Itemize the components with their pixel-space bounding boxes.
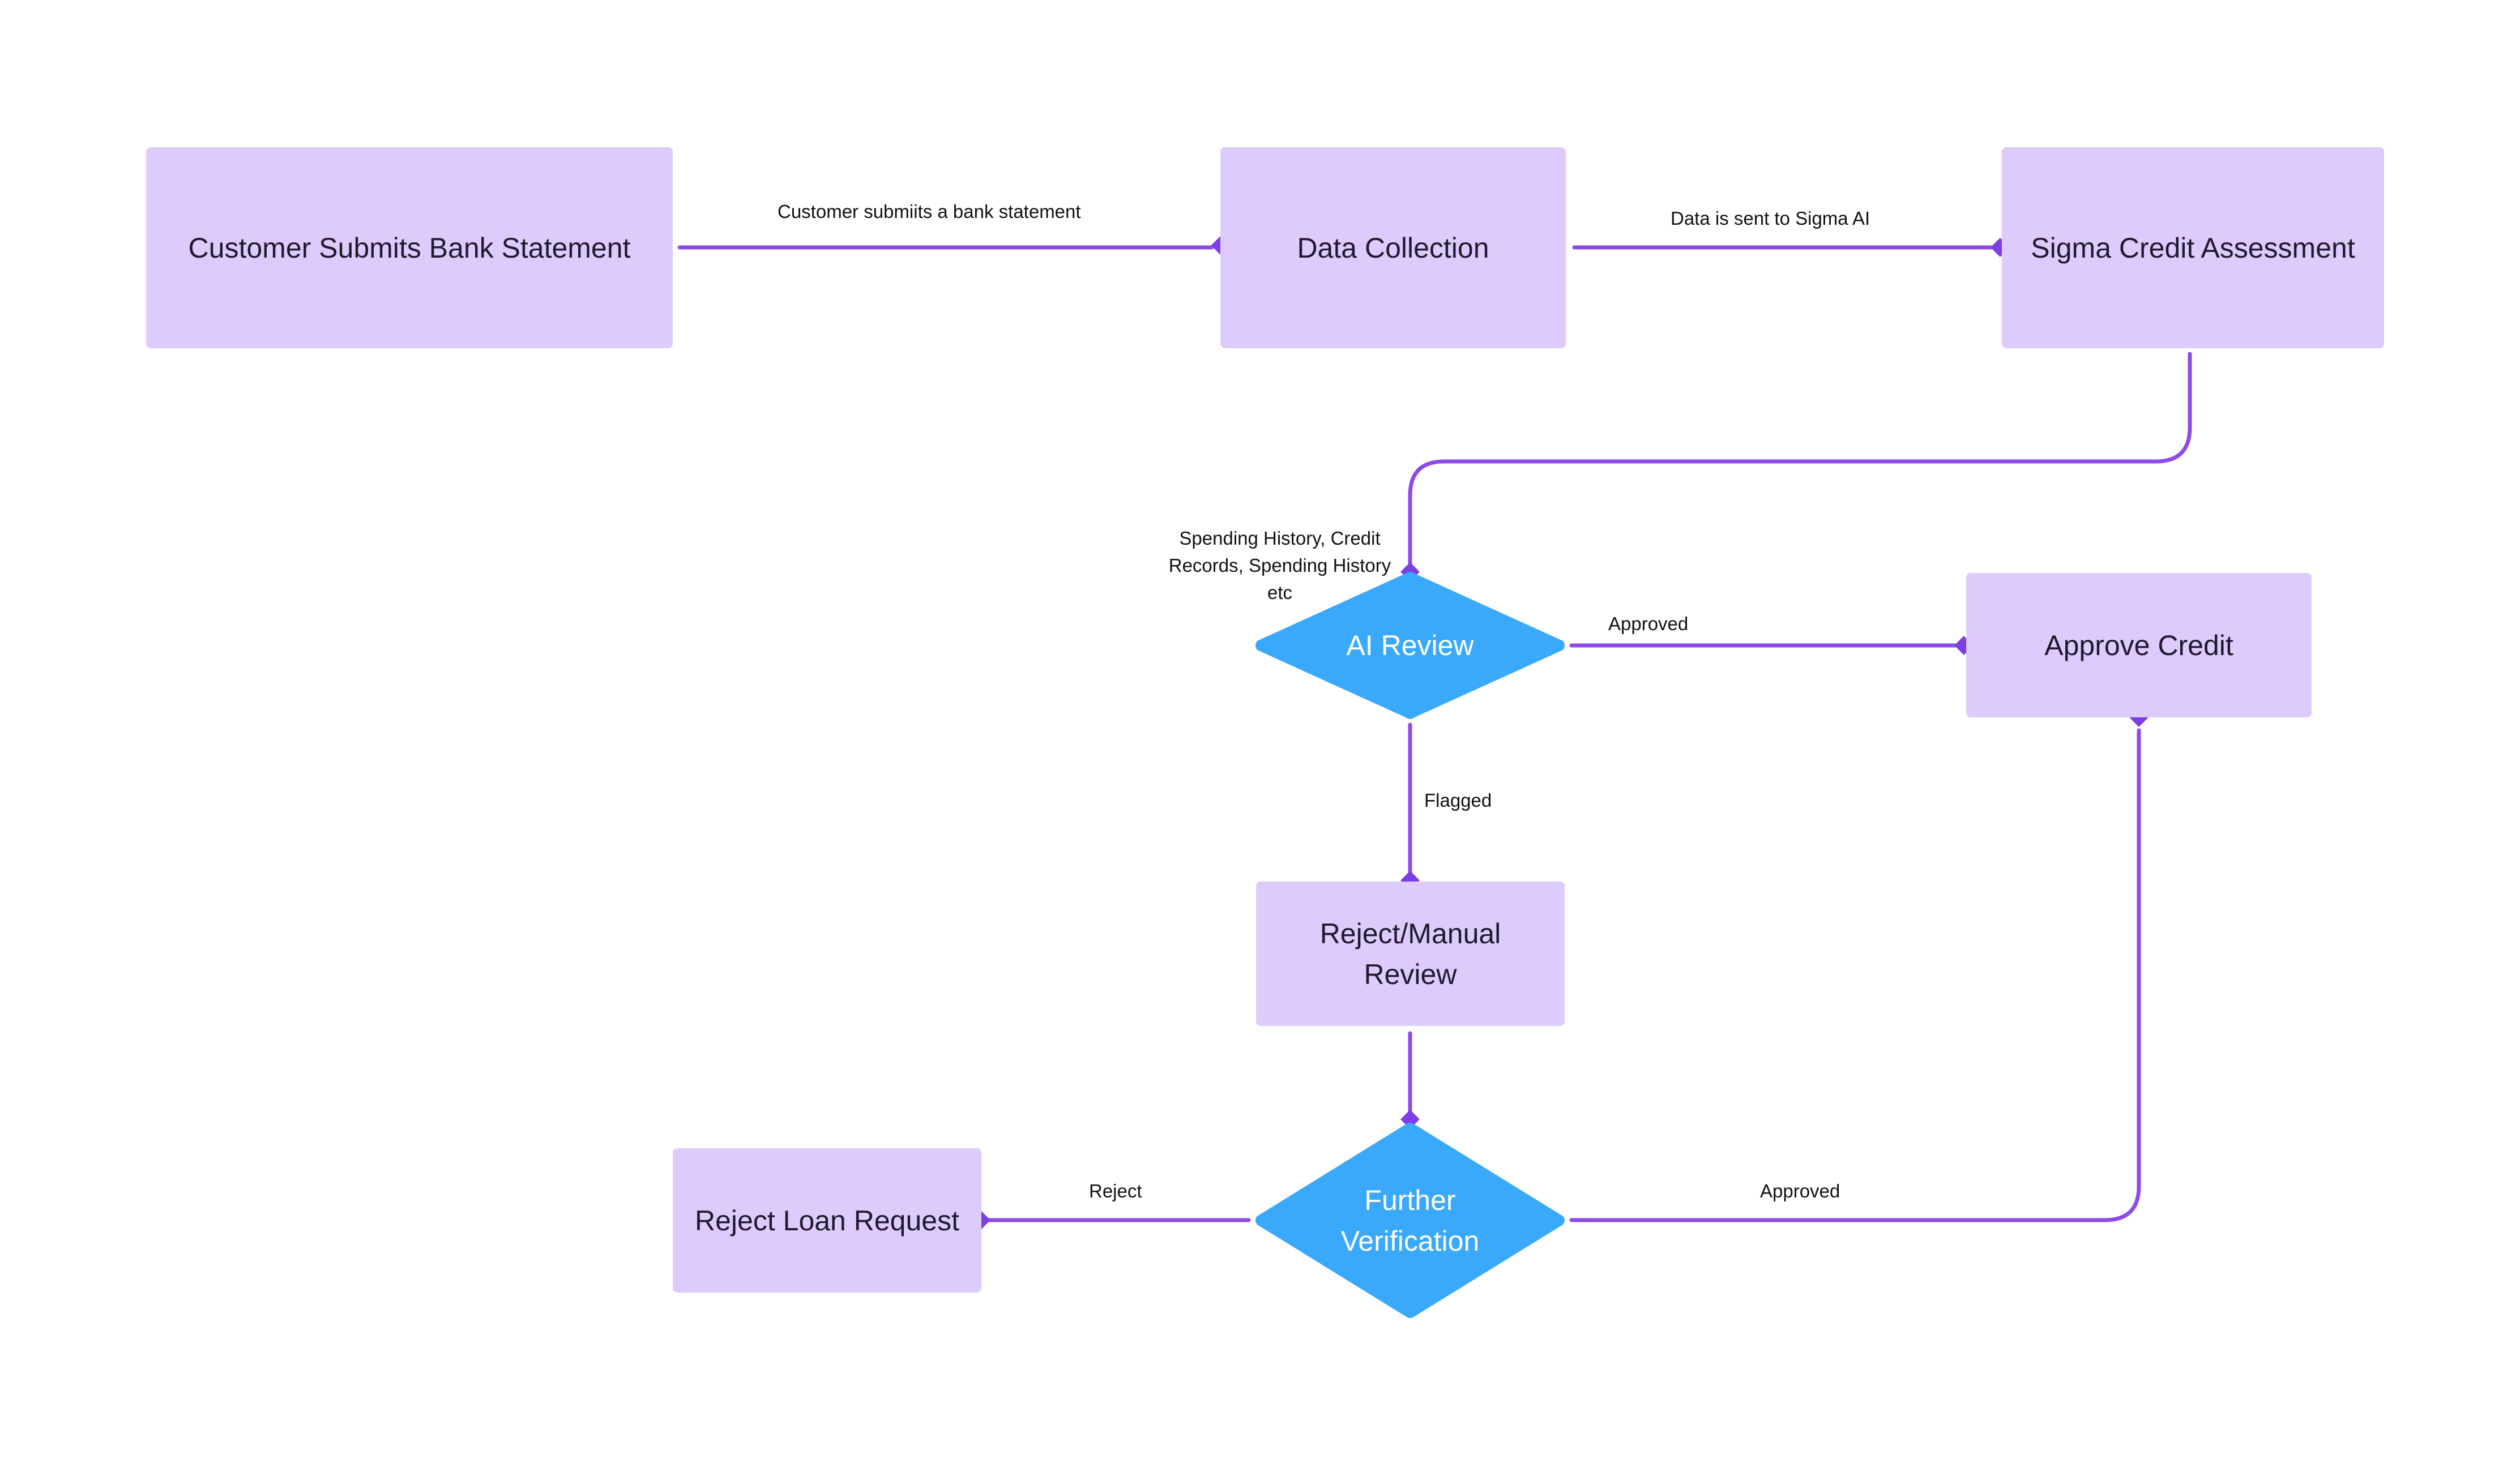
- edge-label-further-to-reject: Reject: [1089, 1180, 1142, 1201]
- edge-label-collection-to-sigma: Data is sent to Sigma AI: [1671, 208, 1870, 229]
- edge-label-further-to-approve: Approved: [1760, 1180, 1840, 1201]
- edge-label-line3: etc: [1267, 582, 1293, 603]
- decision-label-line2: Verification: [1340, 1225, 1480, 1257]
- node-label-line1: Reject/Manual: [1319, 917, 1501, 949]
- node-label: Data Collection: [1297, 232, 1489, 264]
- decision-further-verification[interactable]: Further Verification: [1252, 1120, 1569, 1321]
- edge-sigma-to-ai-review: [1408, 352, 2192, 571]
- node-approve-credit[interactable]: Approve Credit: [1966, 573, 2312, 717]
- node-label: Approve Credit: [2044, 629, 2233, 661]
- decision-shape: [1255, 572, 1565, 719]
- decision-ai-review[interactable]: AI Review: [1252, 569, 1569, 722]
- node-label: Reject Loan Request: [695, 1204, 959, 1237]
- node-label: Sigma Credit Assessment: [2031, 232, 2355, 264]
- edge-label-sigma-to-ai-review: Spending History, Credit Records, Spendi…: [1150, 525, 1410, 606]
- decision-shape: [1255, 1123, 1565, 1318]
- node-reject-manual-review[interactable]: Reject/Manual Review: [1256, 882, 1565, 1026]
- edge-further-to-approve: [1569, 728, 2141, 1222]
- node-reject-loan-request[interactable]: Reject Loan Request: [673, 1148, 981, 1293]
- node-sigma-credit-assessment[interactable]: Sigma Credit Assessment: [2002, 147, 2384, 348]
- edge-label-submit-to-collection: Customer submiits a bank statement: [778, 201, 1081, 222]
- edge-label-line1: Spending History, Credit: [1179, 528, 1381, 549]
- edge-label-ai-to-approve: Approved: [1608, 613, 1689, 634]
- node-customer-submits-bank-statement[interactable]: Customer Submits Bank Statement: [146, 147, 673, 348]
- node-label: Customer Submits Bank Statement: [188, 232, 631, 264]
- node-data-collection[interactable]: Data Collection: [1220, 147, 1566, 348]
- decision-label: Further Verification: [1252, 1120, 1569, 1321]
- edge-label-line2: Records, Spending History: [1168, 555, 1391, 576]
- node-label-line2: Review: [1364, 958, 1457, 990]
- node-label: Reject/Manual Review: [1320, 913, 1501, 995]
- edge-label-ai-to-manual: Flagged: [1424, 790, 1492, 811]
- decision-label-line1: Further: [1364, 1184, 1456, 1216]
- endpoint-diamond: [1400, 1110, 1420, 1129]
- decision-label: AI Review: [1346, 630, 1474, 661]
